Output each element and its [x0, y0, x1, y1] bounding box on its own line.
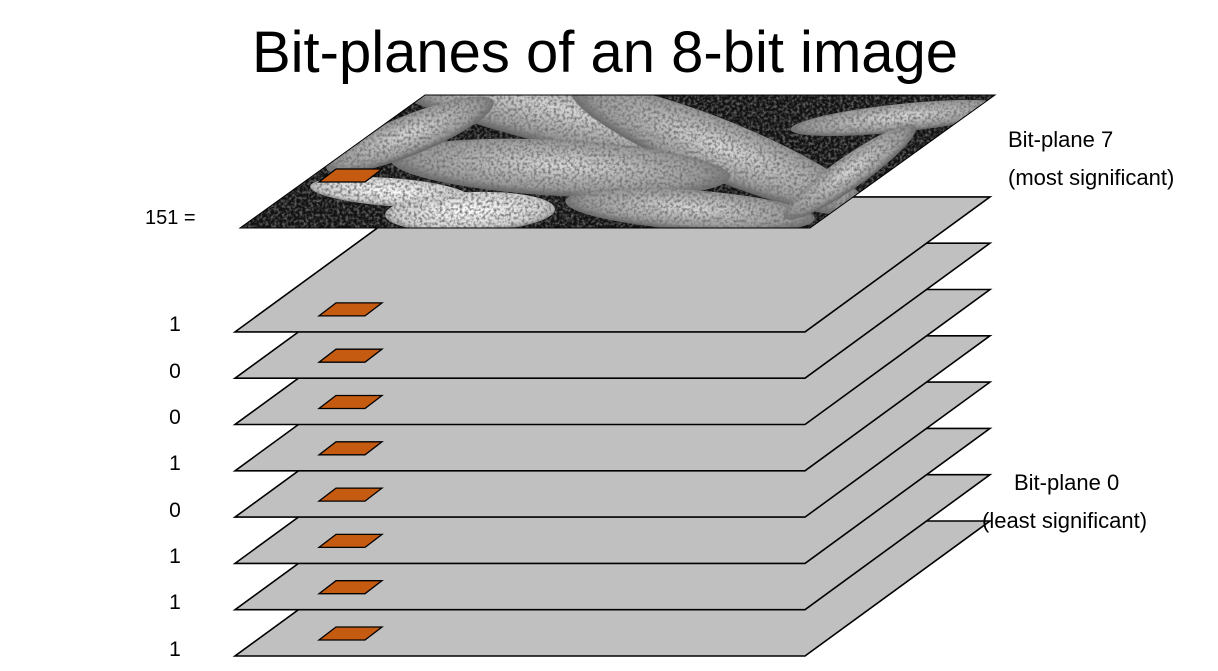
pixel-value-label: 151 =: [145, 207, 196, 229]
pixel-marker: [317, 487, 384, 502]
grayscale-flower-image: [238, 94, 997, 229]
top-plane-label: Bit-plane 7: [1008, 127, 1113, 152]
bit-value: 1: [169, 313, 181, 336]
pixel-marker: [317, 394, 384, 410]
diagram-title: Bit-planes of an 8-bit image: [251, 20, 959, 85]
bit-values: 1 0 0 1 0 1 1 1 151 = Bit-plane 7 (most significan…: [145, 127, 1174, 661]
top-plane-description: (most significant): [1008, 165, 1174, 190]
bit-plane: [232, 196, 993, 333]
pixel-marker: [317, 441, 384, 456]
pixel-marker: [317, 580, 384, 595]
bottom-plane-label: Bit-plane 0: [1014, 470, 1119, 495]
bottom-plane-description: (least significant): [982, 508, 1147, 533]
pixel-marker: [317, 348, 384, 363]
pixel-marker: [317, 168, 384, 183]
bit-value: 1: [169, 545, 181, 568]
bit-planes-stack: [232, 196, 993, 657]
bit-value: 1: [169, 591, 181, 614]
bit-value: 0: [169, 499, 181, 522]
pixel-marker: [317, 533, 384, 549]
bit-value: 1: [169, 638, 181, 661]
pixel-marker: [317, 302, 384, 317]
bit-value: 0: [169, 406, 181, 429]
pixel-marker: [317, 626, 384, 641]
bit-value: 0: [169, 360, 181, 383]
plane-surface: [232, 196, 993, 333]
bit-value: 1: [169, 452, 181, 475]
